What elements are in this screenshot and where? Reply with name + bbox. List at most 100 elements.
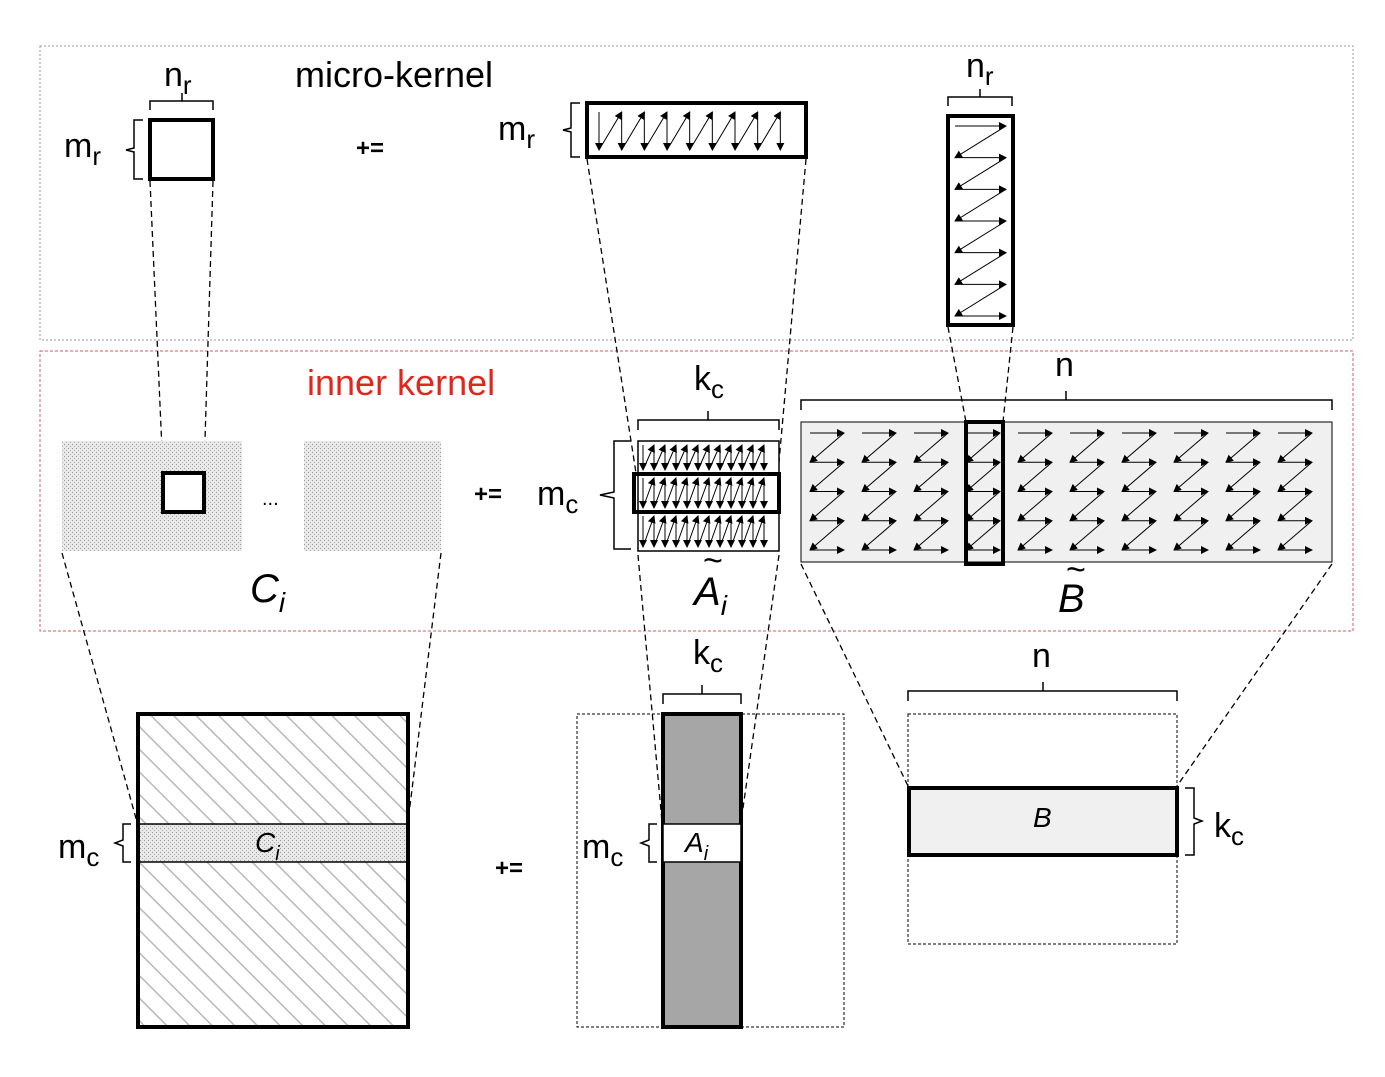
micro-a-panel	[585, 101, 808, 159]
packed-b-highlight-col	[964, 420, 1005, 566]
zigzag-arrow	[861, 432, 897, 463]
label-mr-c: mr	[64, 127, 101, 171]
zigzag-arrow	[1277, 432, 1313, 463]
brace-n-b-inner	[800, 391, 1333, 410]
zigzag-arrow	[954, 252, 1007, 285]
brace-n-b-outer	[907, 682, 1178, 701]
zigzag-arrow	[954, 157, 1007, 190]
zigzag-arrow	[913, 491, 949, 522]
micro-b-zigzag-arrows	[954, 122, 1007, 320]
zigzag-arrow	[1121, 491, 1157, 522]
outer-a-block	[662, 823, 742, 863]
zigzag-arrow	[1173, 432, 1209, 463]
zigzag-arrow	[642, 477, 656, 509]
zigzag-arrow	[913, 432, 949, 463]
micro-a-zigzag-arrows	[595, 111, 785, 151]
zigzag-arrow	[809, 461, 845, 493]
plus-equals-outer: +=	[495, 855, 523, 882]
zigzag-arrow	[1225, 491, 1261, 522]
zigzag-arrow	[1277, 461, 1313, 493]
zigzag-arrow	[642, 515, 656, 548]
zigzag-arrow	[653, 444, 666, 471]
label-ci-outer: Ci	[255, 827, 280, 865]
zigzag-arrow	[664, 444, 677, 471]
zigzag-arrow	[708, 515, 722, 548]
zigzag-arrow	[708, 477, 722, 509]
zigzag-arrow	[697, 444, 710, 471]
label-mr-a: mr	[498, 110, 535, 154]
micro-kernel-title: micro-kernel	[295, 54, 493, 95]
outer-c-border	[136, 712, 410, 1029]
zigzag-arrow	[752, 477, 766, 509]
inner-c-block-left	[62, 441, 242, 551]
zigzag-arrow	[598, 111, 623, 151]
zigzag-arrow	[1069, 491, 1105, 522]
zigzag-arrow	[664, 477, 678, 509]
label-kc-b-outer: kc	[1214, 807, 1244, 851]
zigzag-arrow	[965, 491, 1001, 522]
inner-kernel-title: inner kernel	[307, 362, 495, 403]
zigzag-arrow	[913, 520, 949, 551]
zigzag-arrow	[1277, 491, 1313, 522]
packed-a-highlight-row	[632, 472, 781, 514]
label-kc-a-inner: kc	[694, 360, 724, 404]
tilde-a: ~	[703, 542, 723, 580]
zigzag-arrow	[730, 444, 743, 471]
zigzag-arrow	[675, 477, 689, 509]
zigzag-arrow	[642, 444, 655, 471]
micro-kernel-section	[39, 45, 1354, 341]
inner-c-ellipsis: ...	[262, 488, 279, 510]
zigzag-arrow	[1121, 432, 1157, 463]
micro-c-tile	[148, 118, 215, 181]
zigzag-arrow	[861, 461, 897, 493]
brace-mc-a-outer	[638, 823, 657, 863]
zigzag-arrow	[1173, 491, 1209, 522]
brace-mr-c	[125, 119, 143, 180]
brace-kc-b-outer	[1185, 787, 1205, 856]
zigzag-arrow	[1225, 520, 1261, 551]
inner-kernel-section	[39, 350, 1354, 632]
zigzag-arrow	[686, 444, 699, 471]
brace-nr-b	[947, 89, 1013, 106]
zigzag-arrow	[954, 125, 1007, 159]
packed-a-zigzag-arrows	[639, 444, 768, 548]
brace-mc-c-outer	[112, 823, 131, 863]
label-ci-inner: Ci	[250, 567, 286, 618]
inner-c-block-right	[304, 441, 441, 551]
zigzag-arrow	[965, 461, 1001, 493]
label-ai-outer: Ai	[683, 827, 709, 865]
zigzag-arrow	[1225, 461, 1261, 493]
outer-c-matrix	[138, 714, 408, 1027]
zigzag-arrow	[1069, 432, 1105, 463]
label-n-b-inner: n	[1055, 346, 1074, 384]
zigzag-arrow	[1173, 520, 1209, 551]
label-nr-b: nr	[966, 47, 994, 91]
zigzag-arrow	[757, 111, 781, 151]
brace-kc-a-outer	[662, 685, 742, 704]
zigzag-arrow	[675, 515, 689, 548]
outer-a-column-panel	[661, 712, 743, 1029]
zigzag-arrow	[809, 520, 845, 551]
label-mc-a-outer: mc	[582, 828, 623, 872]
zigzag-arrow	[954, 283, 1007, 317]
label-b-tilde: B	[1058, 577, 1085, 621]
zigzag-arrow	[741, 444, 754, 471]
label-a-tilde-i: Ai	[692, 570, 728, 621]
plus-equals-micro: +=	[356, 135, 384, 162]
zigzag-arrow	[1069, 520, 1105, 551]
zigzag-arrow	[1277, 520, 1313, 551]
zigzag-arrow	[664, 515, 678, 548]
tilde-b: ~	[1066, 551, 1086, 589]
zigzag-arrow	[697, 515, 711, 548]
label-kc-a-outer: kc	[693, 634, 723, 678]
zigzag-arrow	[913, 461, 949, 493]
label-mc-c-outer: mc	[58, 828, 99, 872]
inner-c-micro-tile	[161, 471, 206, 514]
zigzag-arrow	[666, 111, 691, 151]
zigzag-arrow	[643, 111, 668, 151]
zigzag-arrow	[1173, 461, 1209, 493]
zigzag-arrow	[708, 444, 721, 471]
label-b-outer: B	[1033, 802, 1052, 833]
packed-b-zigzag-arrows	[809, 429, 1313, 554]
